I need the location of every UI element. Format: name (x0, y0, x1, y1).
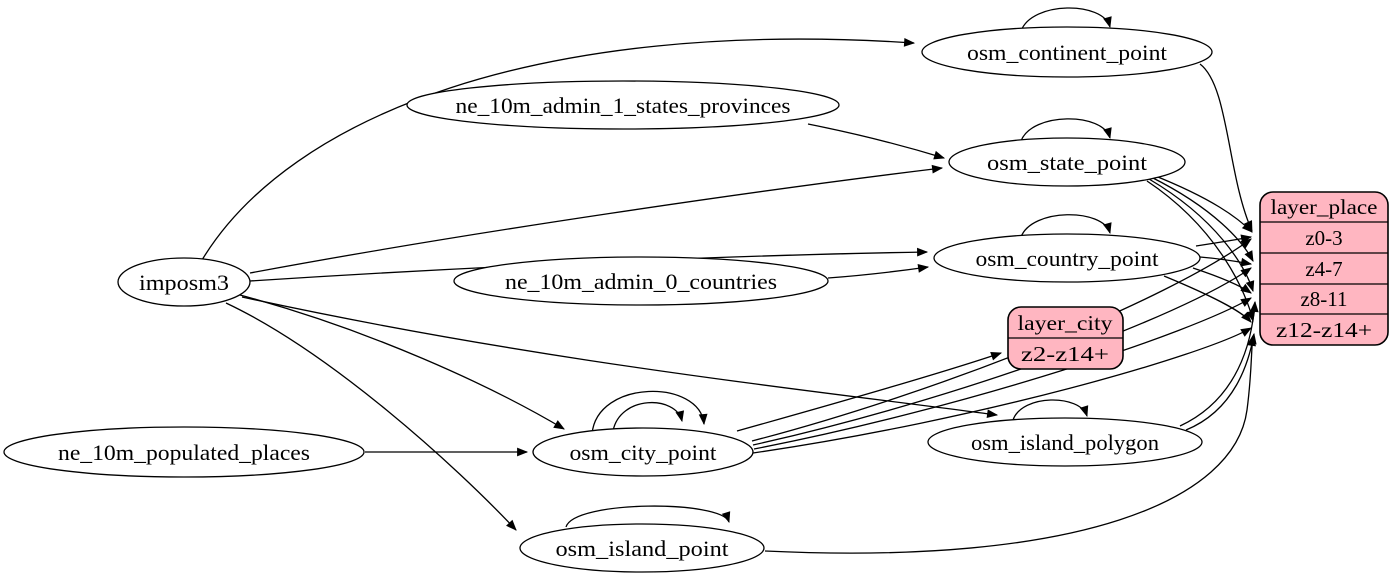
node-imposm3-label: imposm3 (139, 270, 229, 295)
edge-state-to-z0-3 (1152, 174, 1253, 233)
node-island-point-shape (519, 523, 765, 573)
edge-imposm3-to-osm-island-polygon (241, 296, 999, 419)
node-country-label: osm_country_point (976, 246, 1159, 271)
edge-city-to-z8-11 (753, 297, 1252, 450)
node-osm-state-point: osm_state_point (948, 137, 1186, 187)
node-imposm3-shape (117, 257, 251, 307)
node-osm-city-point: osm_city_point (532, 427, 754, 477)
edge-country-self-loop (1020, 214, 1112, 238)
node-imposm3: imposm3 (117, 257, 251, 307)
edge-city-to-z4-7 (752, 267, 1252, 446)
edge-imposm3-to-osm-island-point (225, 302, 517, 531)
record-layer-place-row-z8-11: z8-11 (1300, 287, 1347, 311)
node-ne0-label: ne_10m_admin_0_countries (505, 269, 777, 294)
record-layer-place-title: layer_place (1271, 195, 1378, 219)
node-ne-10m-admin-0-countries: ne_10m_admin_0_countries (453, 256, 829, 306)
edge-imposm3-to-osm-city-point (239, 294, 565, 430)
node-ne1-label: ne_10m_admin_1_states_provinces (456, 93, 791, 118)
edge-ne1-to-osm-state-point (807, 123, 946, 160)
edge-country-to-z0-3 (1195, 234, 1253, 247)
edge-imposm3-to-osm-state-point (249, 164, 944, 274)
node-city-label: osm_city_point (570, 440, 717, 465)
node-state-shape (948, 137, 1186, 187)
record-layer-city-title: layer_city (1018, 311, 1114, 335)
node-osm-continent-point: osm_continent_point (921, 26, 1213, 78)
node-osm-island-polygon: osm_island_polygon (927, 417, 1203, 467)
edge-city-to-layer-city (736, 352, 1003, 432)
edge-layer (201, 7, 1259, 554)
node-country-shape (933, 233, 1201, 283)
node-continent-shape (921, 26, 1213, 78)
record-layer-place-row-z0-3: z0-3 (1305, 226, 1342, 250)
node-island-polygon-label: osm_island_polygon (971, 430, 1159, 455)
edge-imposm3-to-osm-continent-point (201, 37, 916, 261)
node-nepp-shape (3, 426, 365, 478)
record-layer-place-row-z12-z14: z12-z14+ (1276, 318, 1372, 342)
node-osm-island-point: osm_island_point (519, 523, 765, 573)
edge-state-self-loop (1020, 118, 1112, 142)
node-island-point-label: osm_island_point (556, 536, 729, 561)
edge-island-point-self-loop (565, 505, 731, 528)
node-ne1-shape (406, 80, 840, 130)
node-city-shape (532, 427, 754, 477)
edge-city-self-loop-inner (612, 401, 685, 432)
edge-continent-to-z0-3 (1199, 63, 1253, 233)
edge-state-to-z8-11 (1148, 178, 1255, 293)
edge-country-to-z4-7 (1199, 256, 1253, 267)
edge-state-to-z4-7 (1150, 176, 1254, 262)
edge-continent-self-loop (1020, 7, 1112, 32)
record-layer-place-row-z4-7: z4-7 (1305, 257, 1342, 281)
record-layer-place-box (1259, 191, 1389, 346)
node-ne0-shape (453, 256, 829, 306)
node-island-polygon-shape (927, 417, 1203, 467)
edge-country-to-z12-z14 (1163, 275, 1252, 323)
edge-island-polygon-to-z12-z14 (1185, 332, 1257, 431)
edge-city-to-z12-z14 (752, 327, 1252, 454)
edge-state-to-z12-z14 (1146, 180, 1256, 323)
record-layer-place: layer_place z0-3 z4-7 z8-11 z12-z14+ (1259, 191, 1389, 346)
record-layer-city: layer_city z2-z14+ (1007, 306, 1124, 370)
node-nepp-label: ne_10m_populated_places (58, 440, 310, 465)
node-state-label: osm_state_point (987, 150, 1147, 175)
node-continent-label: osm_continent_point (967, 40, 1167, 65)
record-layer-city-row-z2-z14: z2-z14+ (1021, 342, 1109, 366)
edge-island-point-to-z12-z14 (764, 334, 1256, 554)
node-ne-10m-populated-places: ne_10m_populated_places (3, 426, 365, 478)
edge-island-polygon-self-loop (1012, 399, 1089, 421)
edge-island-polygon-to-z8-11 (1179, 300, 1259, 427)
node-osm-country-point: osm_country_point (933, 233, 1201, 283)
edge-ne0-to-osm-country-point (827, 264, 930, 279)
node-ne-10m-admin-1-states-provinces: ne_10m_admin_1_states_provinces (406, 80, 840, 130)
edge-city-self-loop-outer (591, 390, 708, 435)
